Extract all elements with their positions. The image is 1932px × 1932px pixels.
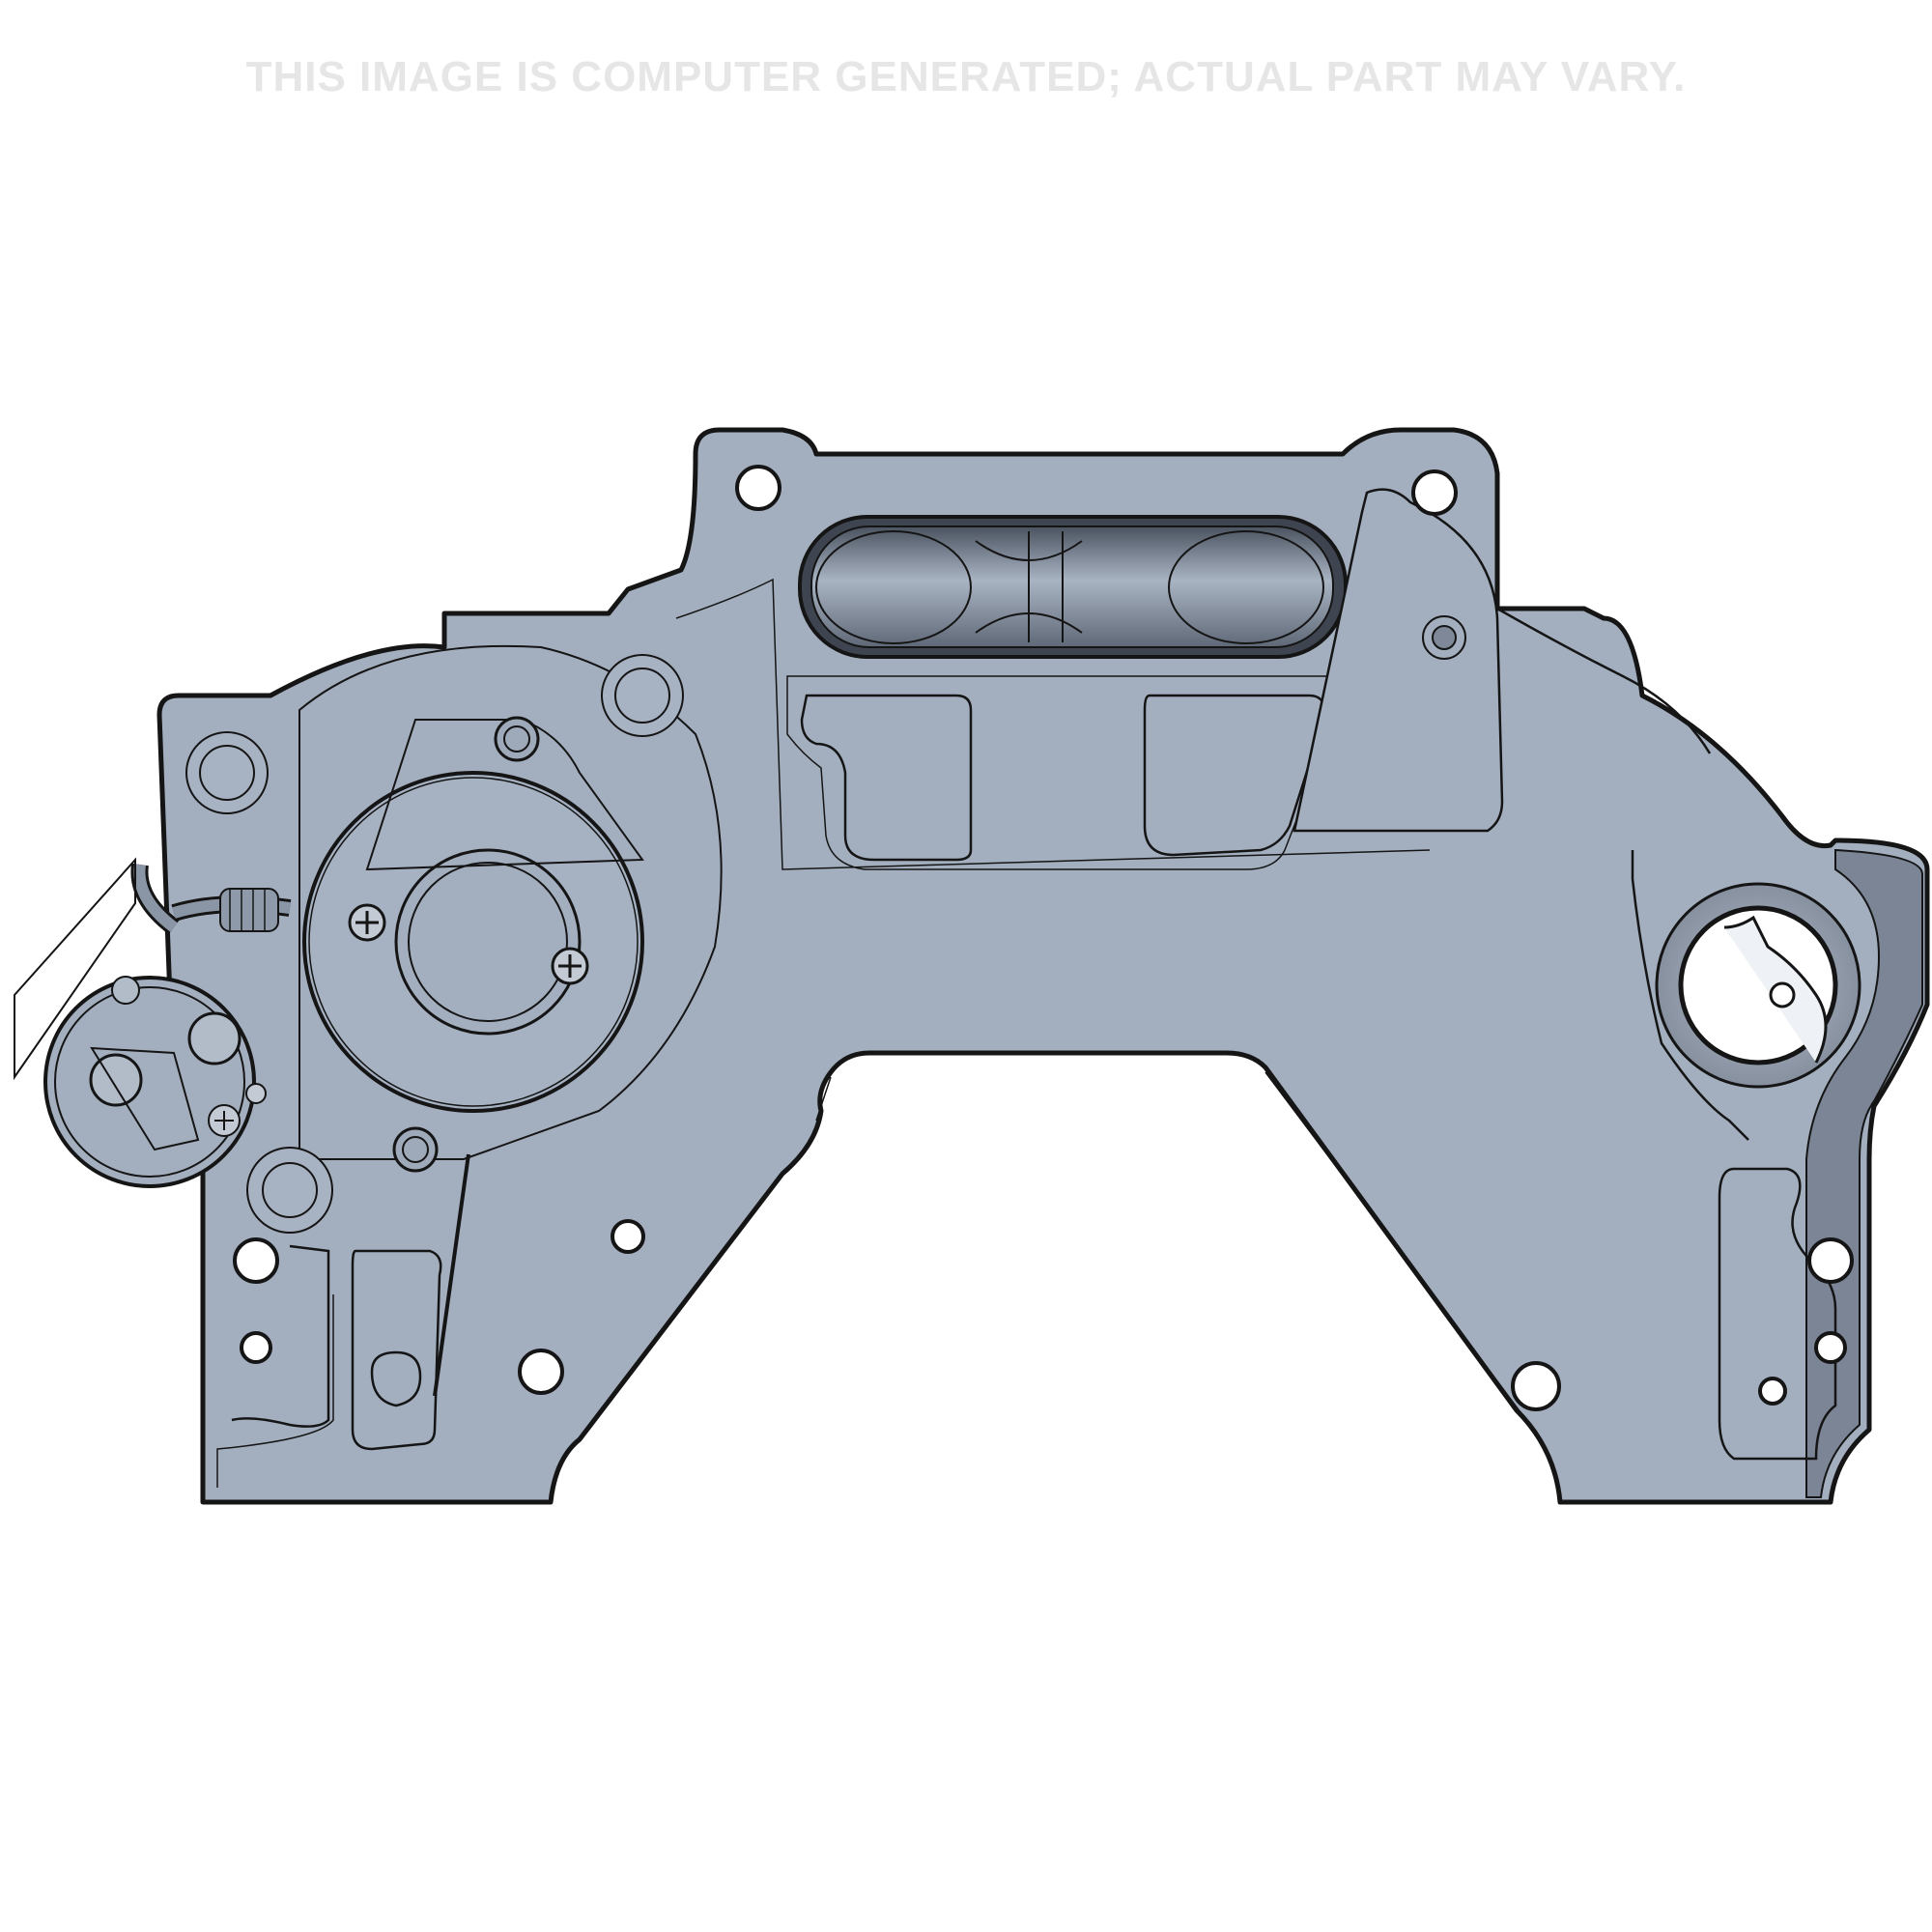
bolt-boss-left-lower	[246, 1147, 333, 1234]
small-boss	[1422, 615, 1466, 660]
bolt-boss-left-upper	[185, 731, 269, 814]
disclaimer-text: THIS IMAGE IS COMPUTER GENERATED; ACTUAL…	[245, 53, 1687, 100]
solenoid-actuator-icon	[298, 644, 723, 1173]
right-bore	[1655, 882, 1861, 1089]
top-pocket	[798, 515, 1348, 659]
inner-edge-line	[216, 1071, 1527, 1488]
electrical-connector-icon	[14, 857, 292, 1188]
bolt-boss-mid-upper	[601, 654, 684, 737]
bolt-hole-icon	[233, 465, 1854, 1411]
screw-icon	[348, 903, 589, 985]
lower-left-pocket	[231, 1153, 470, 1451]
diagonal-web	[1293, 488, 1504, 833]
